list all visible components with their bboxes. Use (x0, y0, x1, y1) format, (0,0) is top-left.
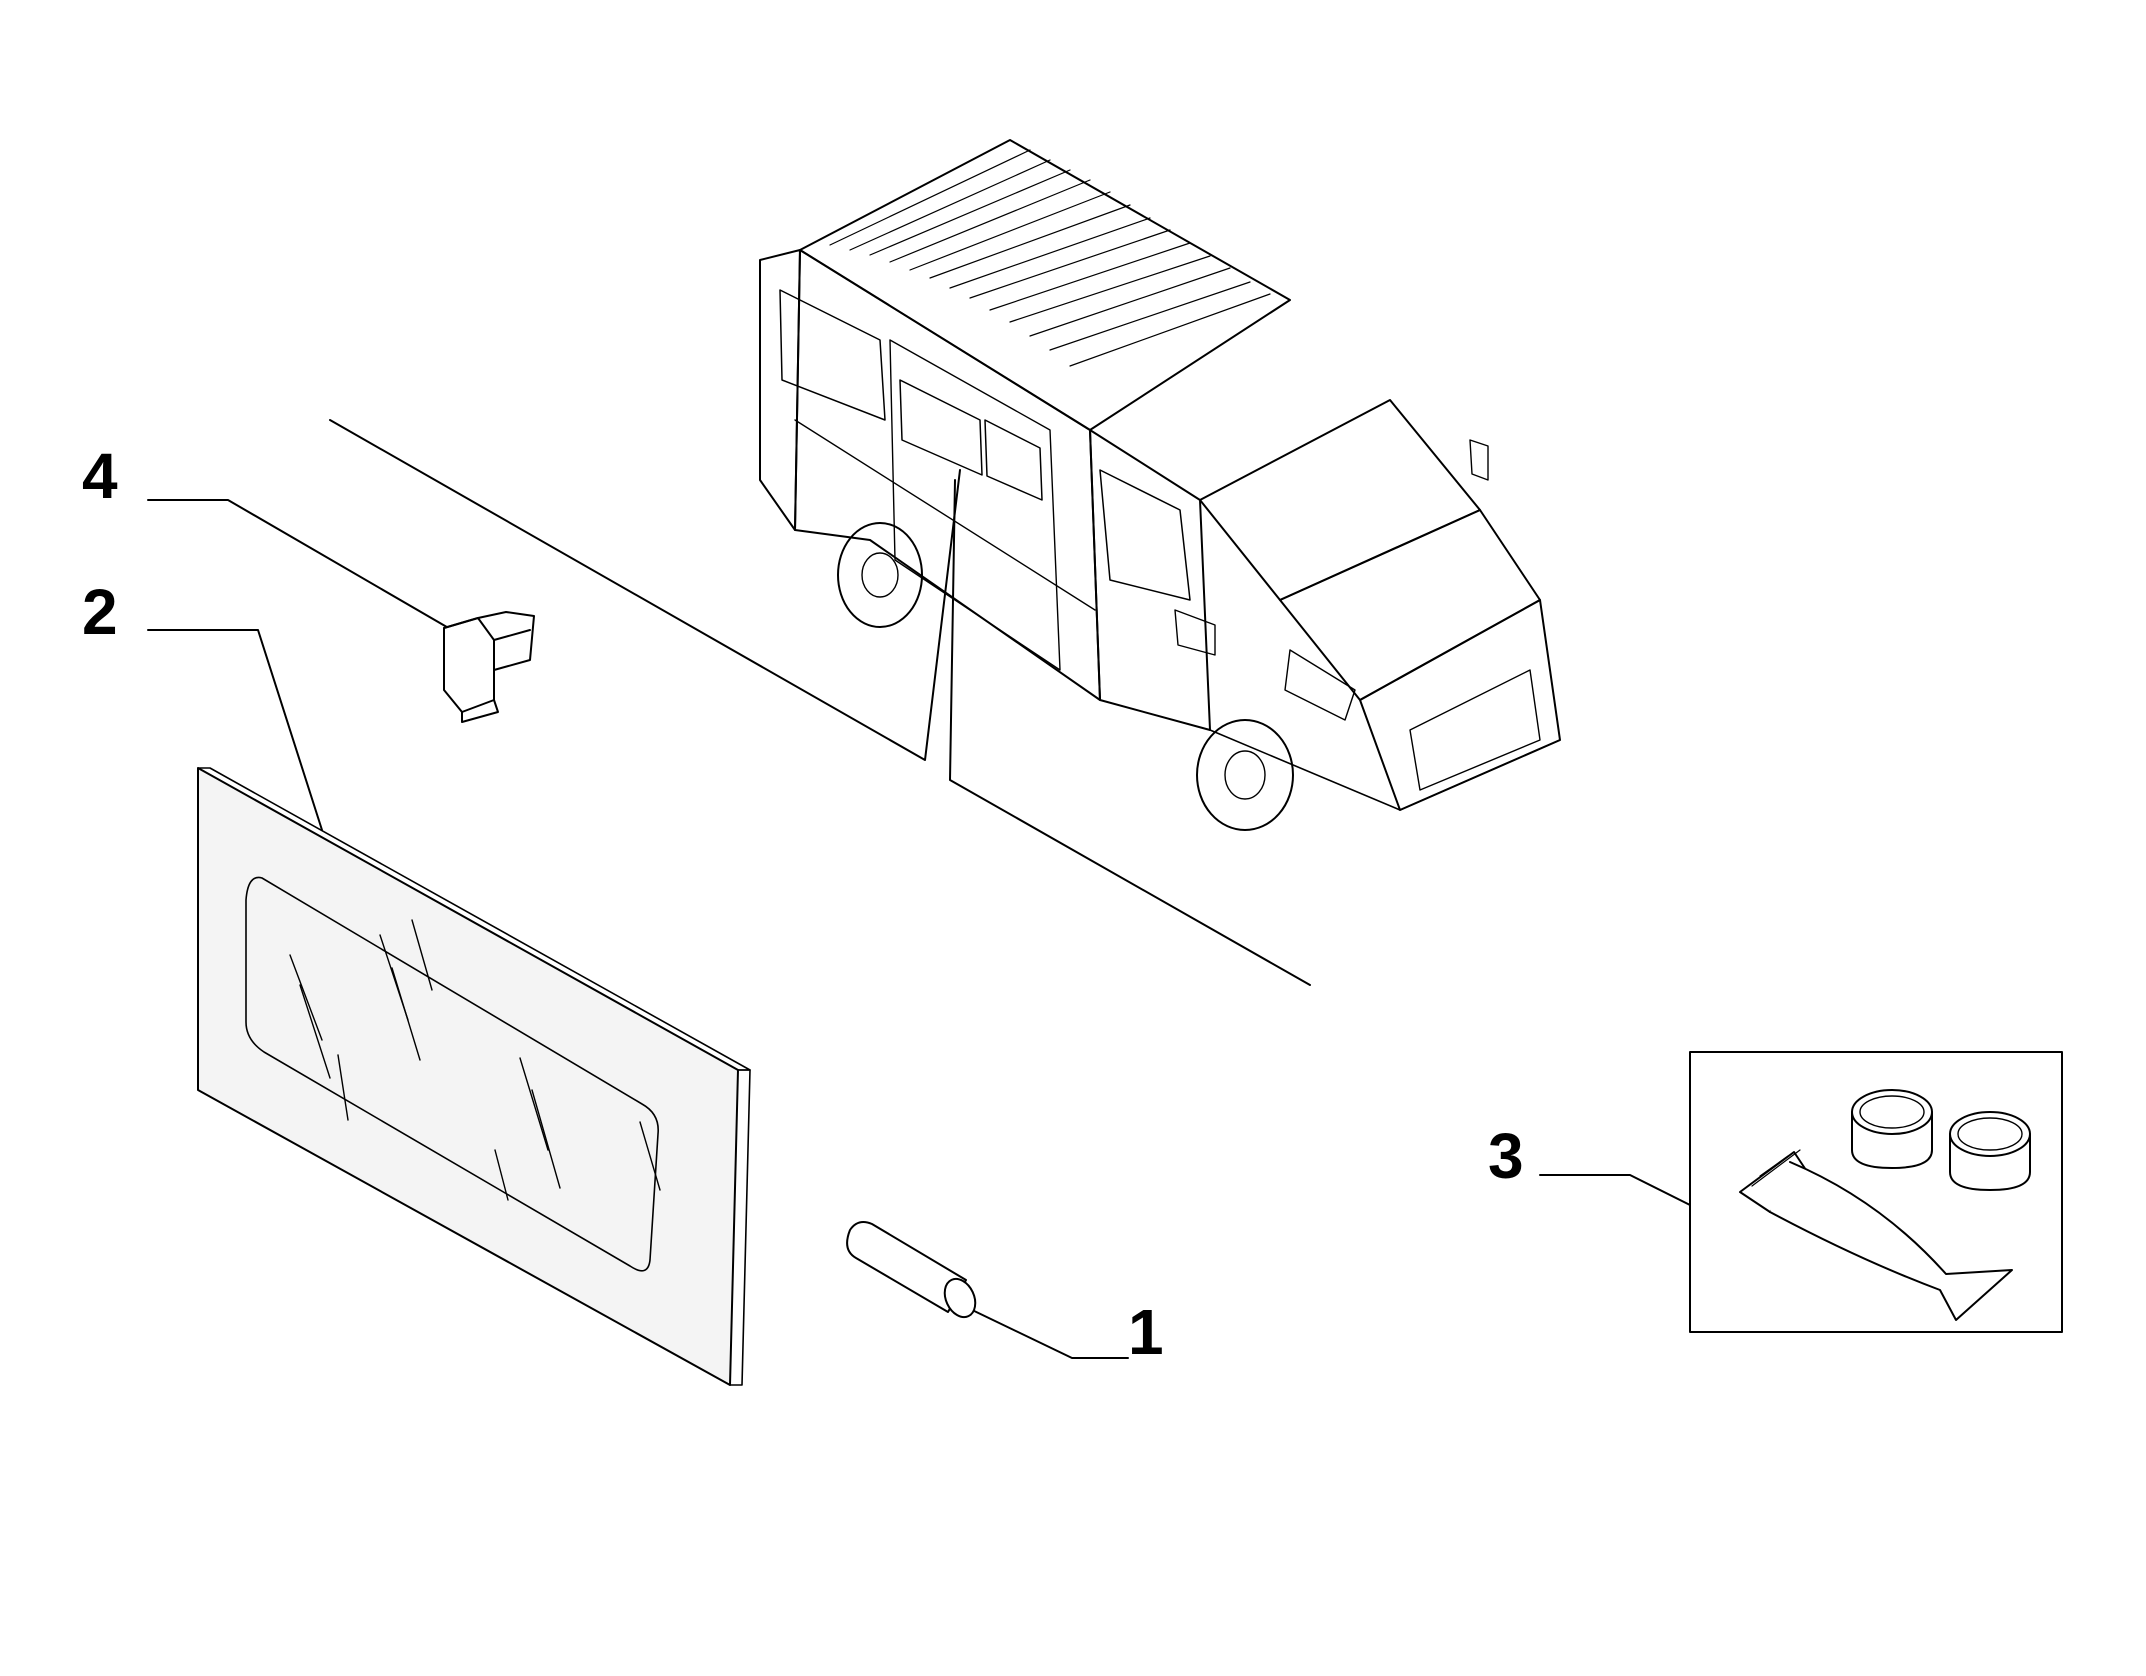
van-cab-door (1089, 429, 1211, 731)
van-roof-ribs (829, 149, 1271, 367)
window-glass-part (197, 767, 751, 1386)
van-rear-wheel-hub (861, 552, 899, 598)
leader-lines (147, 419, 1691, 1359)
van-sliding-door-window-2 (984, 419, 1043, 501)
van-sliding-door-window (899, 379, 983, 476)
window-location-line-upper (329, 419, 961, 761)
van-front-mirror-right (1469, 439, 1489, 481)
van-rear-side-window (779, 289, 886, 421)
adhesive-kit-box (1689, 1051, 2063, 1333)
callout-label-3: 3 (1488, 1120, 1524, 1192)
van-grille (1409, 669, 1541, 791)
plug-part (846, 1221, 977, 1319)
glass-panel-inner-frame (245, 876, 659, 1272)
van-sliding-door (889, 339, 1061, 671)
van-windshield (1199, 399, 1481, 601)
adhesive-kit-part (1689, 1051, 2063, 1333)
leader-line-3 (1539, 1174, 1691, 1206)
leader-line-2 (147, 629, 323, 831)
callout-label-2: 2 (82, 576, 118, 648)
glass-panel-front (197, 767, 739, 1386)
leader-line-4 (147, 499, 453, 631)
van-front-wheel-hub (1224, 750, 1266, 800)
van-side-belt-line (794, 419, 1096, 611)
callout-label-4: 4 (82, 440, 118, 512)
van-mirror (1174, 609, 1216, 656)
van-cab-window (1099, 469, 1191, 601)
van-front-wheel (1196, 719, 1294, 831)
clip-part (443, 611, 535, 723)
van-roof (799, 139, 1291, 431)
van-illustration (759, 139, 1561, 831)
van-headlight (1284, 649, 1356, 721)
glass-panel-edge-right (729, 1069, 751, 1386)
leader-line-1 (967, 1307, 1129, 1359)
window-location-line-lower (949, 479, 1311, 986)
glass-reflections (289, 919, 661, 1201)
van-bumper (1209, 729, 1561, 811)
van-rear-wheel (837, 522, 923, 628)
callout-label-1: 1 (1128, 1296, 1164, 1368)
van-side-body (794, 249, 1101, 701)
